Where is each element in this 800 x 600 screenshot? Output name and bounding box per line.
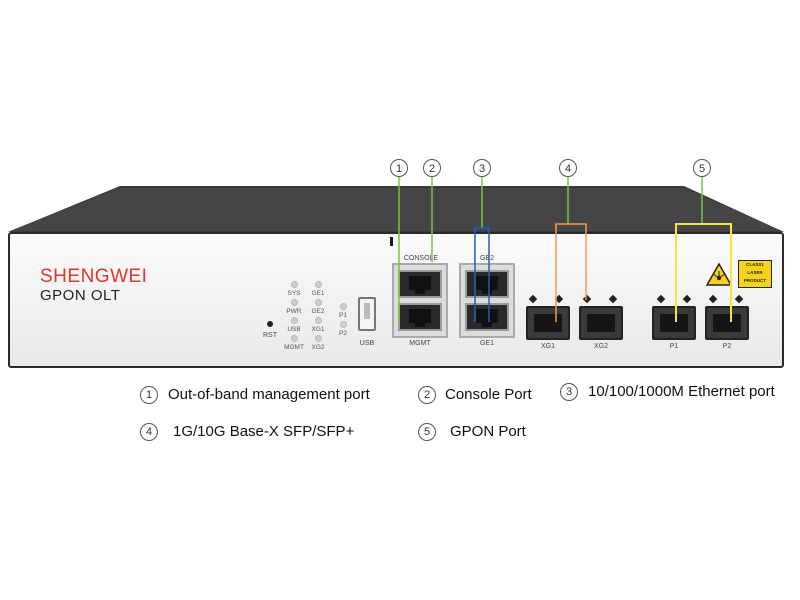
sys-led xyxy=(290,281,298,288)
usb-led xyxy=(290,317,298,324)
callout-5-bracket xyxy=(675,223,732,322)
legend-5-number: 5 xyxy=(418,423,436,441)
xg2-port[interactable] xyxy=(579,306,623,340)
callout-1: 1 xyxy=(390,159,408,177)
p1-led xyxy=(339,303,347,310)
p1-label: P1 xyxy=(669,343,679,350)
ge1-led-label: GE1 xyxy=(311,290,325,297)
ge2-led-label: GE2 xyxy=(311,308,325,315)
ge2-label: GE2 xyxy=(479,255,494,262)
pwr-led xyxy=(290,299,298,306)
ge1-label: GE1 xyxy=(479,340,494,347)
mgmt-led xyxy=(290,335,298,342)
legend-3-number: 3 xyxy=(560,383,578,401)
laser-warning-icon xyxy=(705,262,733,286)
mgmt-port[interactable] xyxy=(398,303,442,331)
legend-5-text: GPON Port xyxy=(450,423,526,440)
laser-text-2: LASER xyxy=(747,270,763,275)
xg2-led-label: XG2 xyxy=(311,344,325,351)
mgmt-label: MGMT xyxy=(409,340,431,347)
legend-4-number: 4 xyxy=(140,423,158,441)
ge2-led xyxy=(314,299,322,306)
callout-3-bracket xyxy=(474,227,490,322)
console-port[interactable] xyxy=(398,270,442,298)
p2-port[interactable] xyxy=(705,306,749,340)
ge1-port[interactable] xyxy=(465,303,509,331)
reset-button[interactable] xyxy=(267,321,273,327)
ge1-led xyxy=(314,281,322,288)
callout-4: 4 xyxy=(559,159,577,177)
legend-4-text: 1G/10G Base-X SFP/SFP+ xyxy=(173,423,355,440)
legend-2-text: Console Port xyxy=(445,386,532,403)
led-column-ports: GE1 GE2 XG1 XG2 xyxy=(307,281,329,353)
led-column-pon: P1 P2 xyxy=(332,303,354,339)
p1-port[interactable] xyxy=(652,306,696,340)
xg1-port[interactable] xyxy=(526,306,570,340)
laser-text-1: CLASS1 xyxy=(746,262,764,267)
legend-1-text: Out-of-band management port xyxy=(168,386,370,403)
laser-text-3: PRODUCT xyxy=(743,278,767,283)
mgmt-led-label: MGMT xyxy=(284,344,304,351)
p2-led-label: P2 xyxy=(339,330,347,337)
callout-5: 5 xyxy=(693,159,711,177)
legend-2-number: 2 xyxy=(418,386,436,404)
p1-led-label: P1 xyxy=(339,312,347,319)
console-label: CONSOLE xyxy=(403,255,439,262)
usb-port[interactable] xyxy=(358,297,376,331)
xg1-label: XG1 xyxy=(540,343,555,350)
p2-led xyxy=(339,321,347,328)
sys-led-label: SYS xyxy=(287,290,301,297)
model-name: GPON OLT xyxy=(40,287,121,304)
legend-3-text: 10/100/1000M Ethernet port xyxy=(588,383,775,400)
xg2-label: XG2 xyxy=(593,343,608,350)
usb-label: USB xyxy=(359,340,375,347)
xg2-led xyxy=(314,335,322,342)
legend-1-number: 1 xyxy=(140,386,158,404)
pwr-led-label: PWR xyxy=(286,308,302,315)
rst-label: RST xyxy=(263,332,277,339)
brand-logo: SHENGWEI xyxy=(40,266,148,287)
ge2-port[interactable] xyxy=(465,270,509,298)
callout-3: 3 xyxy=(473,159,491,177)
callout-2: 2 xyxy=(423,159,441,177)
xg1-led xyxy=(314,317,322,324)
usb-led-label: USB xyxy=(287,326,301,333)
xg1-led-label: XG1 xyxy=(311,326,325,333)
callout-4-bracket xyxy=(555,223,587,322)
led-column-system: SYS PWR USB MGMT xyxy=(283,281,305,353)
front-panel: SHENGWEI GPON OLT xyxy=(8,232,784,368)
chassis-top-cover xyxy=(8,186,784,240)
p2-label: P2 xyxy=(722,343,732,350)
laser-class-label: CLASS1 LASER PRODUCT xyxy=(738,260,772,288)
